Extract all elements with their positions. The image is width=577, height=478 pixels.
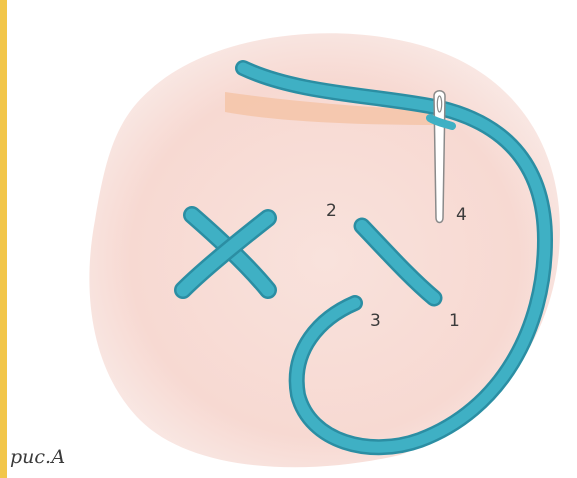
point-label-2: 2 [326,203,337,220]
point-label-4: 4 [456,207,467,224]
point-label-3: 3 [370,313,381,330]
point-label-1: 1 [449,313,460,330]
figure-caption: рис.А [10,448,65,467]
